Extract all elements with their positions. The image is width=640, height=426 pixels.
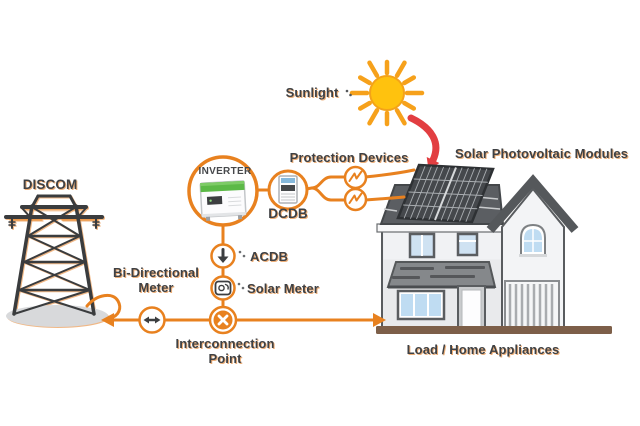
dc-meter-icon bbox=[278, 175, 298, 204]
load-home-appliances-label: Load / Home Appliances bbox=[406, 342, 560, 357]
x-junction-icon bbox=[217, 314, 229, 326]
dcdb-label: DCDB bbox=[268, 206, 308, 221]
protection-devices-label: Protection Devices bbox=[289, 150, 409, 165]
house-eave bbox=[376, 223, 508, 233]
solar-meter-icon bbox=[214, 280, 232, 296]
inverter-device-icon bbox=[199, 180, 247, 221]
house-lower-window bbox=[396, 289, 446, 321]
interconnection-point-label: Interconnection Point bbox=[175, 336, 275, 366]
protection-device-node-lower bbox=[343, 187, 368, 212]
bidirectional-meter-node bbox=[138, 306, 166, 334]
solar-panel-array-icon bbox=[396, 163, 495, 224]
house-gable-section bbox=[486, 174, 579, 328]
house-upper-window-right bbox=[456, 232, 479, 257]
solar-meter-node bbox=[210, 275, 236, 301]
house-door bbox=[457, 285, 486, 328]
sun-icon bbox=[349, 59, 425, 127]
arrow-to-house bbox=[373, 313, 386, 327]
bi-directional-meter-label: Bi-Directional Meter bbox=[113, 265, 199, 295]
breaker-icon bbox=[348, 192, 363, 204]
house-illustration bbox=[376, 163, 612, 334]
acdb-node bbox=[210, 243, 236, 269]
house-foundation bbox=[376, 326, 612, 334]
sunlight-label: Sunlight bbox=[285, 85, 339, 100]
inverter-label: INVERTER bbox=[198, 166, 252, 177]
solar-meter-label: Solar Meter bbox=[247, 281, 319, 296]
house-arch-window bbox=[519, 223, 547, 257]
discom-label: DISCOM bbox=[22, 177, 78, 192]
grid-hook-line bbox=[85, 293, 122, 320]
house-garage-door bbox=[504, 280, 560, 328]
dcdb-node bbox=[267, 169, 309, 211]
acdb-label: ACDB bbox=[250, 249, 288, 264]
house-awning bbox=[386, 261, 497, 289]
bidirectional-arrow-icon bbox=[143, 316, 161, 324]
down-arrow-icon bbox=[217, 248, 229, 263]
protection-device-node-upper bbox=[343, 165, 368, 190]
label-leader-dots bbox=[237, 250, 246, 290]
inverter-node bbox=[187, 155, 259, 227]
interconnection-node bbox=[208, 305, 238, 335]
arrow-to-grid bbox=[101, 313, 114, 327]
sunlight-leader-dots bbox=[345, 89, 352, 97]
discom-tower-icon bbox=[4, 194, 108, 327]
solar-modules-label: Solar Photovoltaic Modules bbox=[455, 146, 629, 161]
breaker-icon bbox=[348, 170, 363, 182]
house-upper-window-left bbox=[408, 232, 436, 259]
